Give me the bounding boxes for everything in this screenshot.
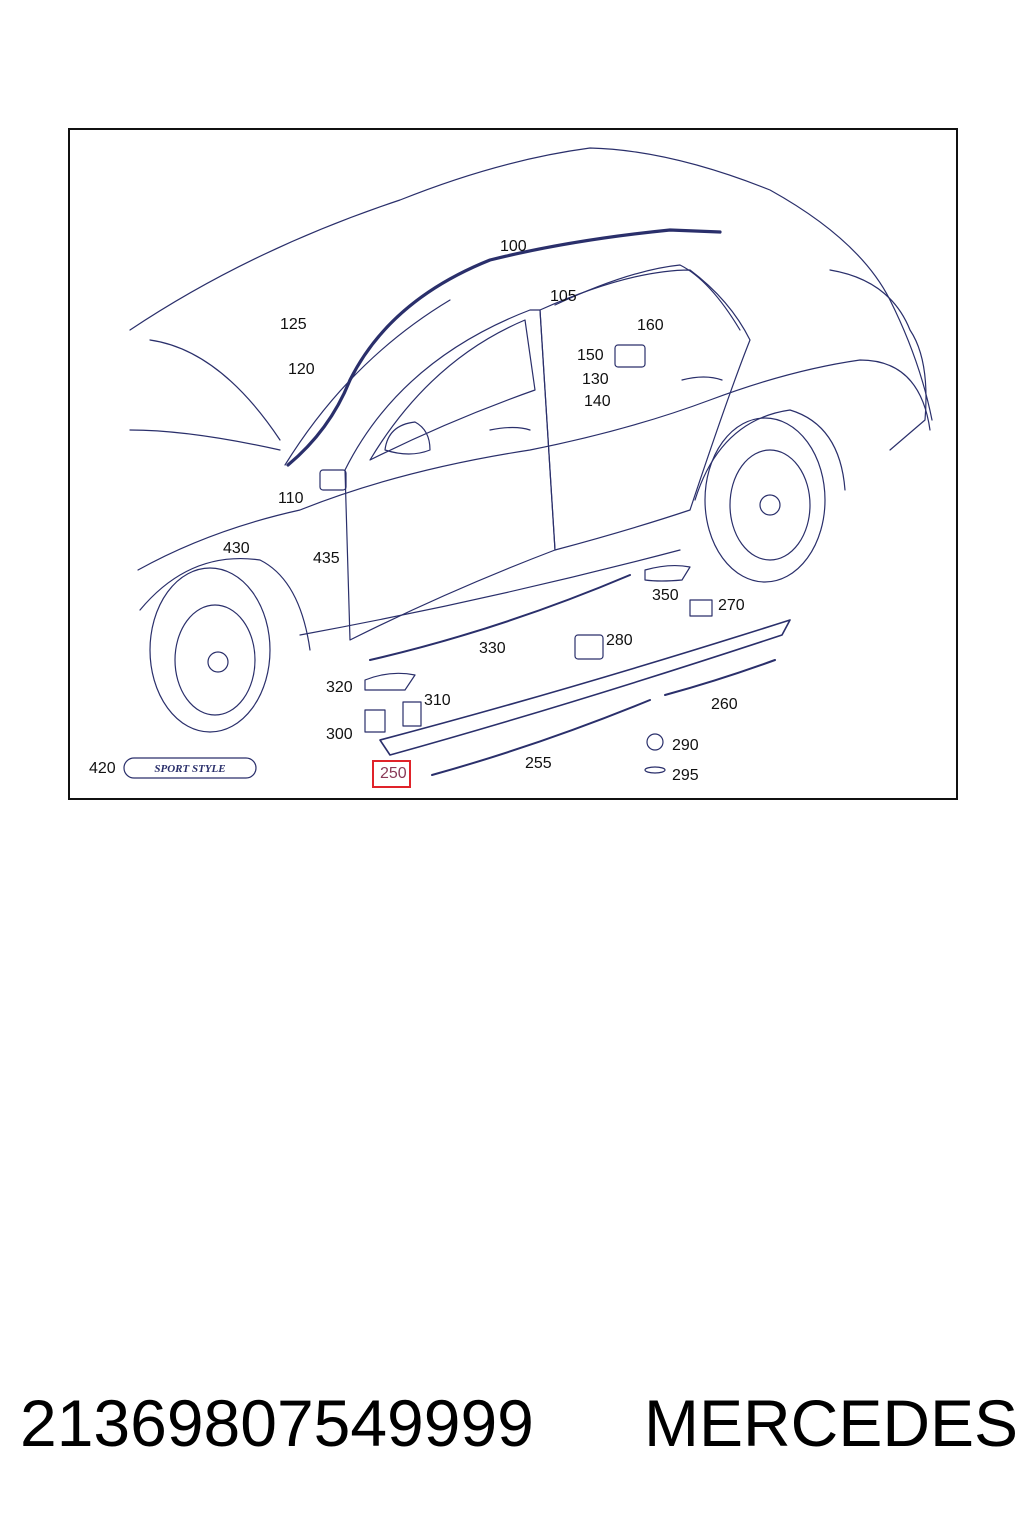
callout-300[interactable]: 300	[326, 726, 353, 743]
callout-330[interactable]: 330	[479, 640, 506, 657]
rocker-line	[299, 549, 681, 636]
callout-255[interactable]: 255	[525, 755, 552, 772]
callout-150[interactable]: 150	[577, 347, 604, 364]
front-wheel-arch	[139, 558, 311, 651]
rear-bumper	[829, 269, 927, 451]
front-window	[369, 319, 536, 461]
roof-outline	[129, 147, 933, 421]
callout-280[interactable]: 280	[606, 632, 633, 649]
callout-270[interactable]: 270	[718, 597, 745, 614]
strip-255	[431, 699, 651, 776]
strip-260	[664, 659, 776, 696]
callout-310[interactable]: 310	[424, 692, 451, 709]
callout-420[interactable]: 420	[89, 760, 116, 777]
callout-120[interactable]: 120	[288, 361, 315, 378]
sport-style-badge-text: SPORT STYLE	[154, 763, 225, 775]
rear-wheel-arch	[694, 409, 846, 501]
brand-name: MERCEDES	[644, 1386, 1019, 1460]
front-wheel-tire	[149, 567, 271, 733]
door-handle-front	[489, 426, 531, 431]
hood-line	[129, 429, 281, 451]
roof-trim-strip	[286, 228, 722, 467]
callout-130[interactable]: 130	[582, 371, 609, 388]
rear-wheel-tire	[704, 417, 826, 583]
callout-435[interactable]: 435	[313, 550, 340, 567]
callout-320[interactable]: 320	[326, 679, 353, 696]
callout-125[interactable]: 125	[280, 316, 307, 333]
mirror	[384, 421, 431, 455]
sport-style-badge-outline	[123, 757, 257, 779]
callout-350[interactable]: 350	[652, 587, 679, 604]
rear-door	[539, 269, 751, 551]
footer: 21369807549999 MERCEDES	[0, 1380, 1024, 1470]
door-handle-rear	[681, 376, 723, 381]
part-number: 21369807549999	[20, 1386, 534, 1460]
callout-110[interactable]: 110	[278, 490, 304, 507]
callout-105[interactable]: 105	[550, 288, 577, 305]
callout-250[interactable]: 250	[372, 760, 411, 788]
windshield	[149, 339, 281, 441]
callout-295[interactable]: 295	[672, 767, 699, 784]
car-side-illustration: SPORT STYLE	[123, 147, 933, 779]
parts-diagram: SPORT STYLE 100 105 110 120 125 130 140 …	[68, 128, 958, 800]
body-lower-outline	[137, 359, 931, 571]
callout-290[interactable]: 290	[672, 737, 699, 754]
sill-trim-330	[369, 574, 631, 661]
rear-window	[554, 264, 741, 331]
callout-260[interactable]: 260	[711, 696, 738, 713]
a-pillar	[284, 299, 451, 466]
sill-panel-250	[379, 619, 791, 756]
callout-100[interactable]: 100	[500, 238, 527, 255]
front-door	[344, 309, 556, 641]
callout-140[interactable]: 140	[584, 393, 611, 410]
callout-160[interactable]: 160	[637, 317, 664, 334]
callout-430[interactable]: 430	[223, 540, 250, 557]
